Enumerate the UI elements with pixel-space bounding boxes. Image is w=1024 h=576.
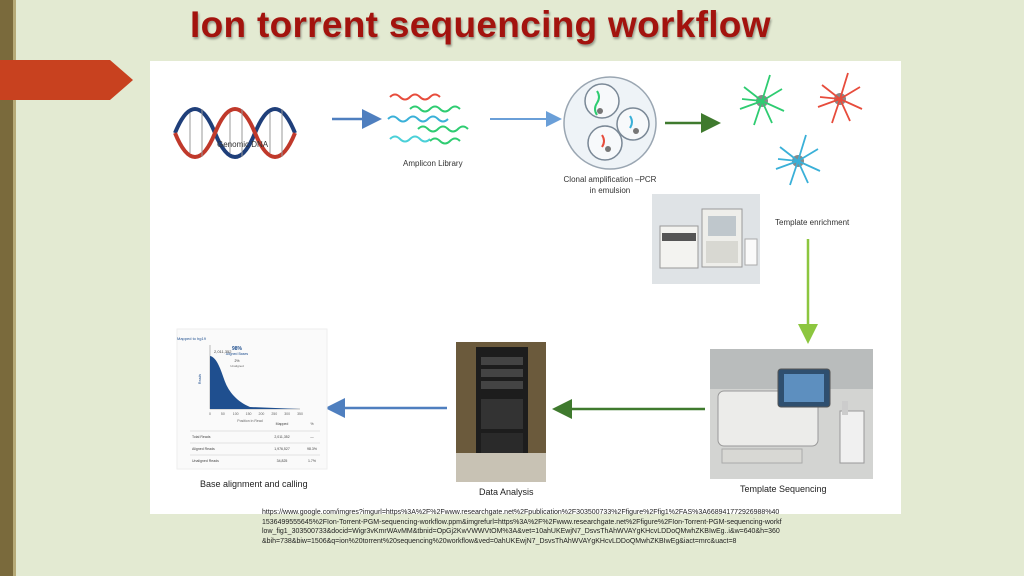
table-row-percent: 98.3%: [307, 447, 317, 451]
red-pointer-arrow: [0, 60, 133, 100]
chart-panel-title: Mapped to hg19: [177, 336, 207, 341]
chart-panel-xlabel: Position in Read: [237, 419, 263, 423]
chart-panel-xtick: 250: [271, 412, 277, 416]
left-accent-stripe: [13, 0, 16, 576]
step-label-template-sequencing: Template Sequencing: [740, 484, 827, 494]
amplicon-library-icon: [387, 93, 469, 145]
step-label-clonal-amplification: Clonal amplification –PCR in emulsion: [563, 175, 657, 195]
template-spheres-icon: [739, 72, 863, 186]
step-label-template-enrichment: Template enrichment: [775, 218, 850, 227]
table-row-label: Total Reads: [192, 435, 211, 439]
chart-panel-xtick: 100: [233, 412, 239, 416]
chart-panel-xtick: 50: [221, 412, 225, 416]
dna-helix-icon: [173, 107, 297, 159]
table-header-percent: %: [310, 422, 313, 426]
chart-panel-xticks: 0 50 100 150 200 250 300 350: [209, 412, 303, 416]
chart-panel-xtick: 300: [284, 412, 290, 416]
chart-panel-ylabel: Reads: [198, 374, 202, 384]
source-url[interactable]: https://www.google.com/imgres?imgurl=htt…: [262, 509, 782, 545]
table-row-mapped: 2,011,352: [274, 435, 289, 439]
sequencer-instrument-photo: [710, 349, 873, 479]
left-accent-bar: [0, 0, 13, 576]
chart-panel-xtick: 150: [246, 412, 252, 416]
table-row-label: Unaligned Reads: [192, 459, 219, 463]
emulsion-droplet-icon: [563, 76, 657, 170]
chart-panel-second-caption: Unaligned: [230, 364, 244, 368]
server-photo: [456, 342, 546, 482]
enrichment-instrument-photo: [652, 194, 760, 284]
workflow-figure: Aligned Bases 2% Unaligned Reads Positio…: [150, 61, 901, 514]
table-row-mapped: 1,976,527: [274, 447, 290, 451]
step-label-amplicon-library: Amplicon Library: [403, 159, 463, 168]
table-header-mapped: Mapped: [276, 422, 289, 426]
slide-title: Ion torrent sequencing workflow: [190, 4, 771, 45]
step-label-genomic-dna: Genomic DNA: [217, 140, 269, 149]
chart-panel-xtick: 0: [209, 412, 211, 416]
step-label-base-alignment: Base alignment and calling: [200, 479, 308, 489]
table-row-percent: —: [310, 435, 314, 439]
table-row-mapped: 34,825: [277, 459, 288, 463]
alignment-chart-panel: Aligned Bases 2% Unaligned Reads Positio…: [176, 328, 328, 470]
table-row-label: Aligned Reads: [192, 447, 215, 451]
chart-panel-percent-caption: Aligned Bases: [226, 352, 249, 356]
chart-panel-table: Mapped % Total Reads 2,011,352 — Aligned…: [190, 422, 320, 463]
workflow-diagram: Aligned Bases 2% Unaligned Reads Positio…: [173, 72, 873, 482]
chart-panel-xtick: 200: [259, 412, 265, 416]
step-label-data-analysis: Data Analysis: [479, 487, 534, 497]
table-row-percent: 1.7%: [308, 459, 316, 463]
chart-panel-percent: 98%: [232, 346, 243, 352]
chart-panel-count: 2,011,352: [214, 349, 232, 354]
chart-panel-xtick: 350: [297, 412, 303, 416]
chart-panel-second-percent: 2%: [234, 359, 239, 363]
